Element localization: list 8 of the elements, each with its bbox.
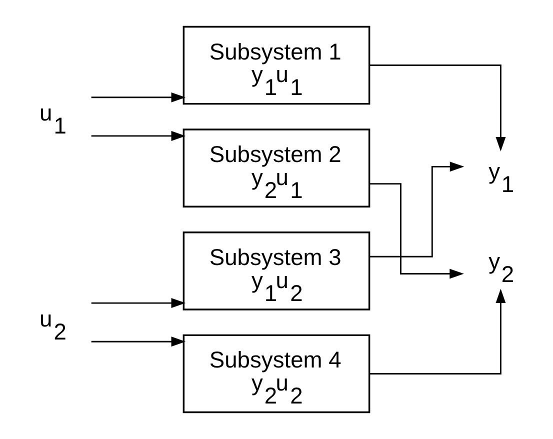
arrow bbox=[370, 64, 506, 152]
arrow bbox=[91, 92, 186, 102]
arrow bbox=[91, 130, 186, 141]
arrow bbox=[370, 162, 464, 258]
arrow bbox=[369, 183, 464, 279]
arrow bbox=[91, 298, 186, 308]
arrow bbox=[370, 288, 506, 374]
arrow bbox=[91, 336, 186, 347]
